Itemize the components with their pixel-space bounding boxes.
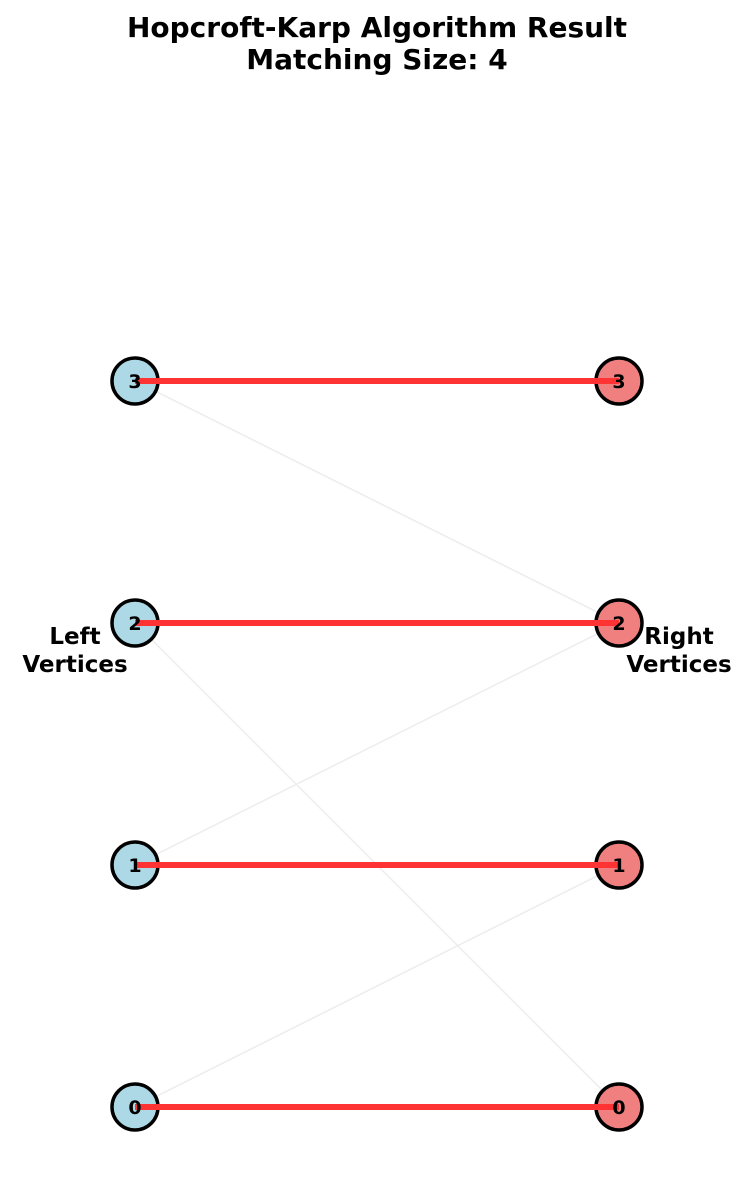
right-vertices-label-line-1: Right xyxy=(644,624,713,650)
left-vertex-label: 1 xyxy=(128,855,141,877)
edge-L1-R2 xyxy=(134,622,620,866)
right-vertex-label: 1 xyxy=(612,855,625,877)
title-line-2: Matching Size: 4 xyxy=(246,43,507,76)
left-vertices-label-line-1: Left xyxy=(49,624,100,650)
edge-L3-R2 xyxy=(134,380,620,624)
matched-edges-group xyxy=(135,378,619,1110)
right-vertex-label: 0 xyxy=(612,1097,625,1119)
left-vertex-label: 0 xyxy=(128,1097,141,1119)
right-vertex-label: 3 xyxy=(612,371,625,393)
vertex-labels-group: 0 1 2 3 0 1 2 3 xyxy=(128,371,625,1119)
right-vertices-label-line-2: Vertices xyxy=(626,652,731,678)
right-vertex-label: 2 xyxy=(612,613,625,635)
unmatched-edges-group xyxy=(134,380,620,1108)
left-vertices-label-line-2: Vertices xyxy=(22,652,127,678)
title-line-1: Hopcroft-Karp Algorithm Result xyxy=(127,11,627,44)
left-vertex-label: 2 xyxy=(128,613,141,635)
left-vertex-label: 3 xyxy=(128,371,141,393)
edge-L0-R1 xyxy=(134,864,620,1108)
